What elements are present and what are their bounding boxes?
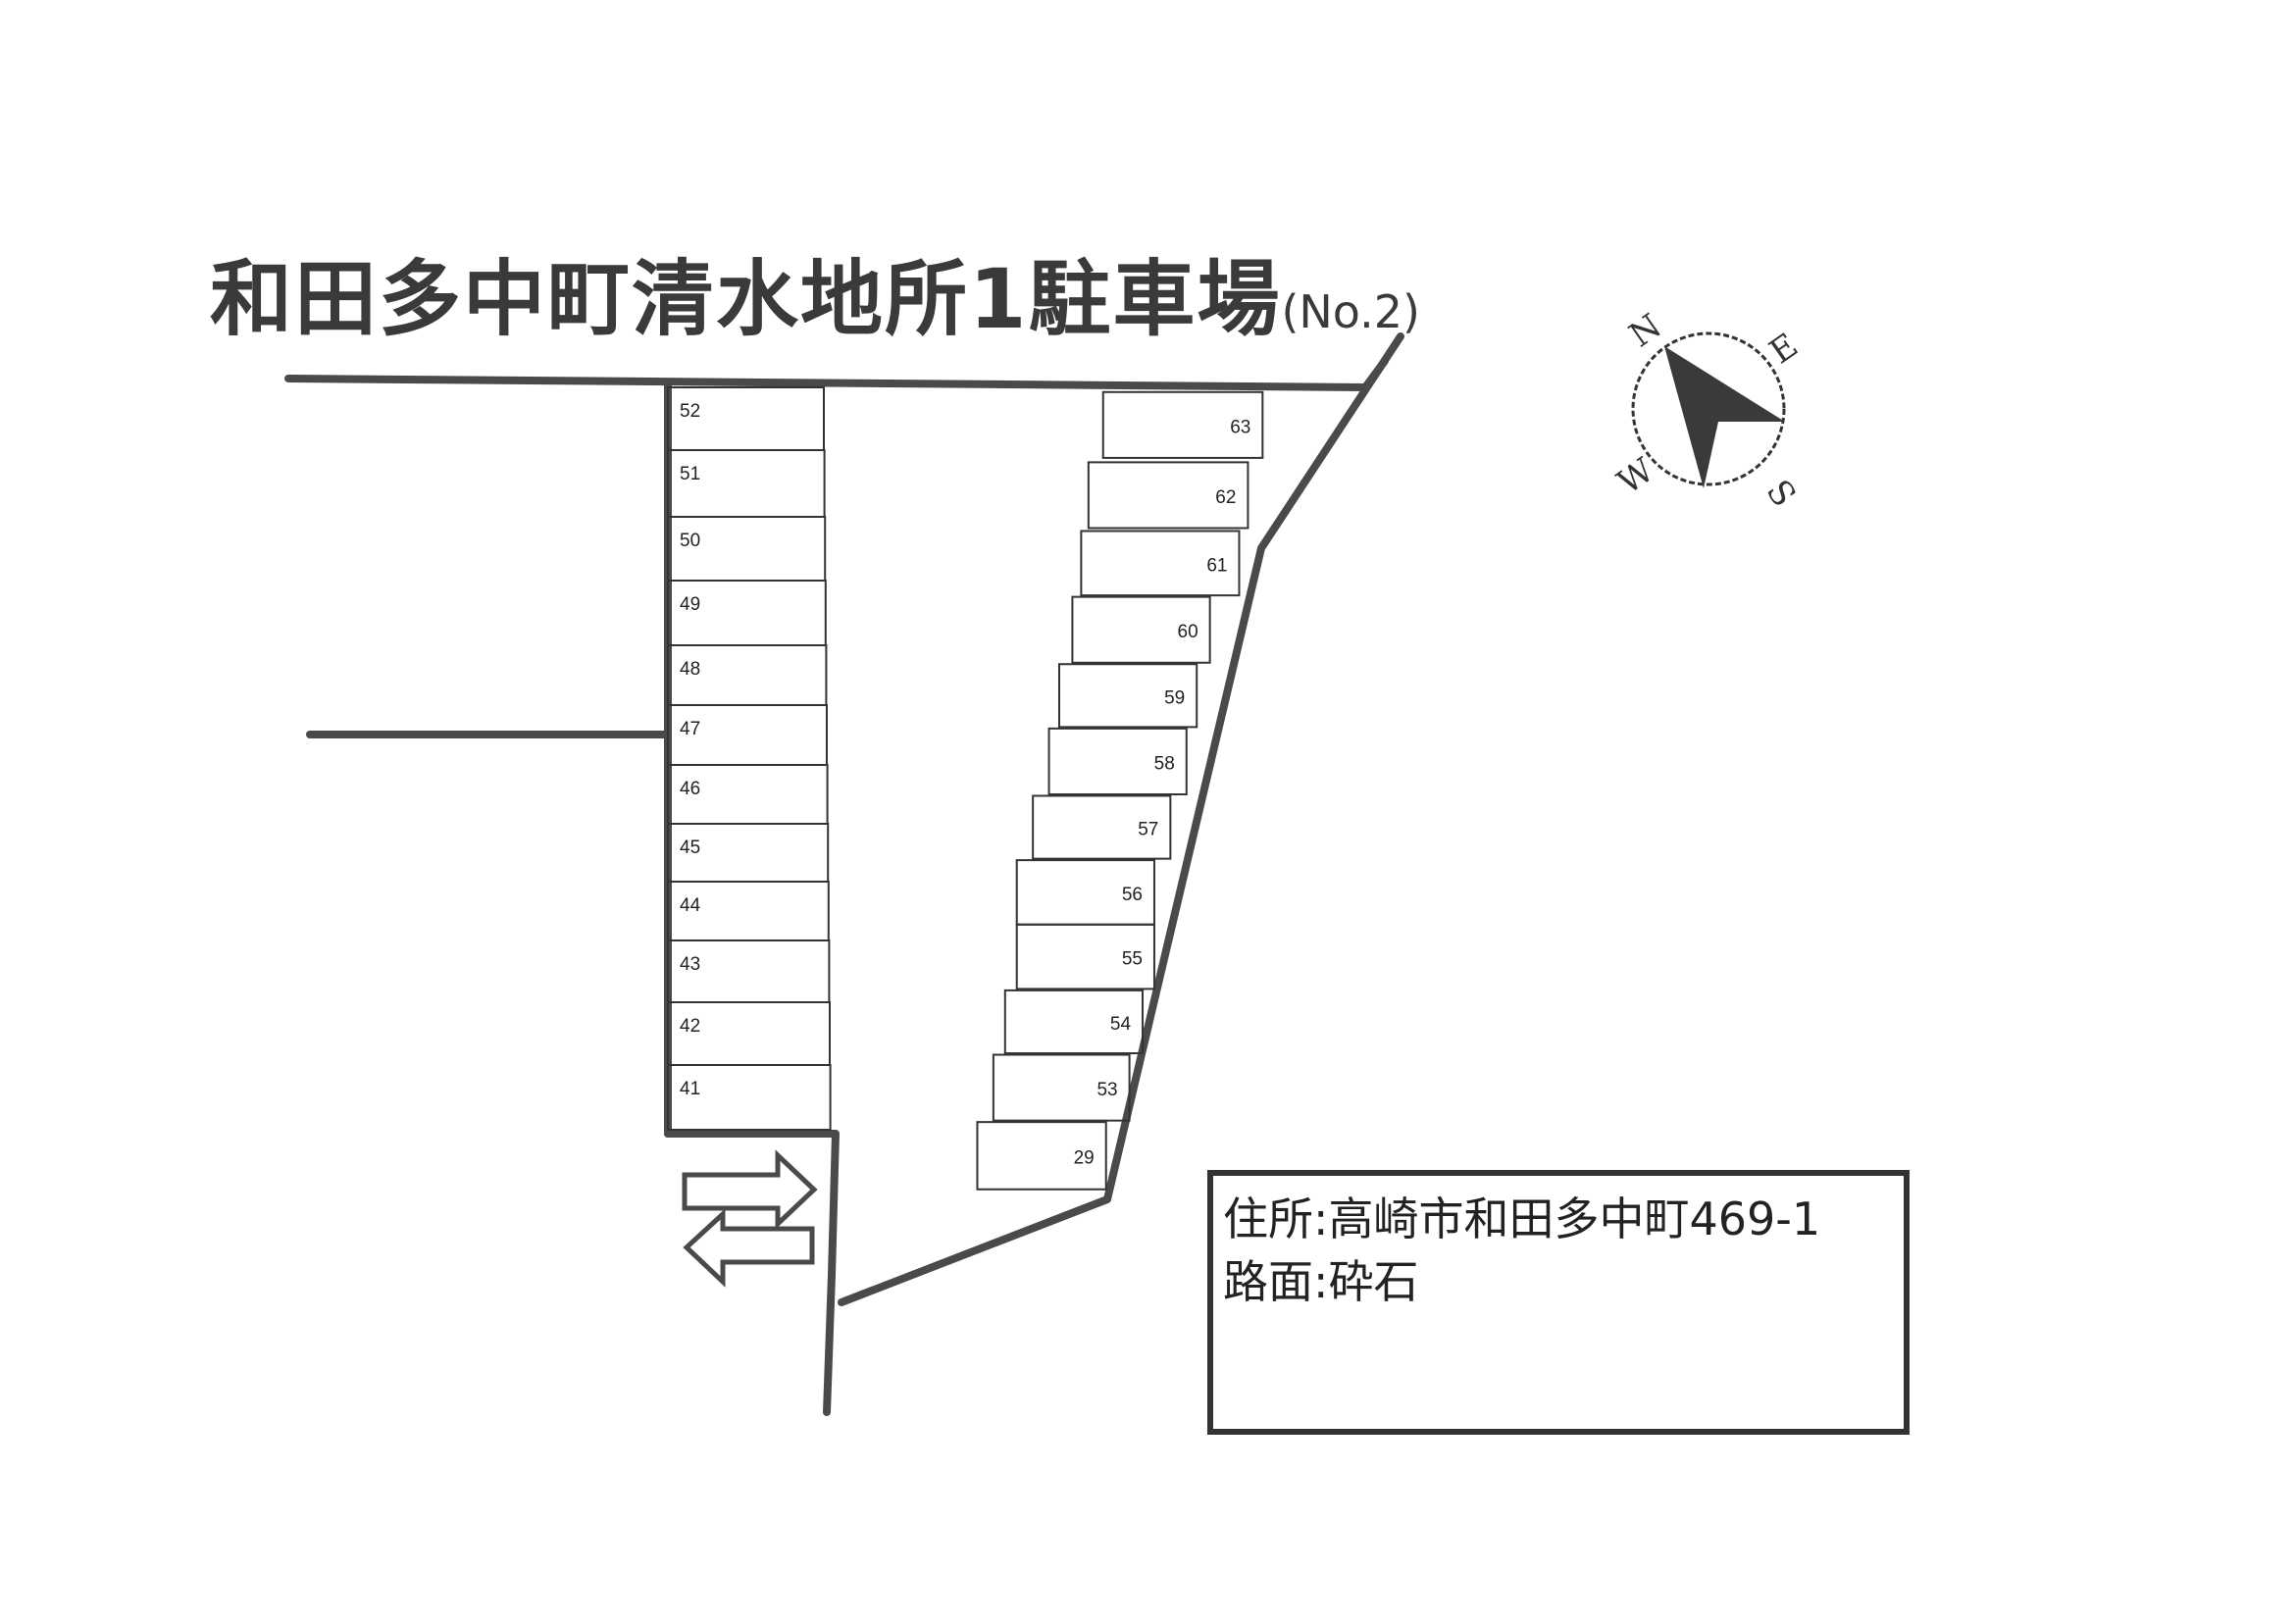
stall-number: 42: [680, 1016, 700, 1037]
title-suffix: (No.2): [1281, 285, 1420, 338]
stall-number: 47: [680, 719, 700, 739]
parking-stall: [1047, 727, 1188, 795]
north-arrow-icon: [1664, 346, 1785, 488]
right-boundary-line: [838, 332, 1404, 1306]
stall-number: 54: [1110, 1014, 1132, 1035]
stall-number: 58: [1154, 753, 1175, 774]
parking-stall: [1101, 390, 1264, 459]
stall-number: 50: [680, 531, 700, 551]
junction-line: [1361, 357, 1389, 391]
stall-number: 60: [1178, 622, 1198, 642]
parking-stall: [1087, 461, 1249, 530]
parking-stall: [1032, 794, 1172, 860]
stall-number: 48: [680, 659, 700, 680]
stall-number: 29: [1074, 1147, 1095, 1168]
stall-number: 55: [1122, 949, 1143, 970]
stall-number: 56: [1122, 885, 1143, 905]
stall-number: 57: [1138, 820, 1158, 840]
address-text: 住所:高崎市和田多中町469-1: [1223, 1193, 1821, 1245]
stall-number: 46: [680, 779, 700, 799]
entry-arrow-icon: [682, 1149, 818, 1230]
stall-number: 63: [1230, 417, 1250, 437]
parking-stall: [1080, 530, 1241, 597]
parking-stall: [992, 1053, 1131, 1122]
exit-arrow-icon: [683, 1208, 815, 1288]
stall-number: 52: [680, 401, 700, 422]
title-text: 和田多中町清水地所1駐車場: [210, 251, 1282, 347]
stall-number: 59: [1164, 687, 1185, 708]
compass-s: S: [1759, 473, 1804, 514]
entrance-line: [664, 1130, 840, 1416]
stall-number: 62: [1215, 487, 1236, 508]
parking-stalls: 52 51 50 49 48 47 46 45 44 43 42 41 63 62 61 60 59 58 57 56…: [667, 386, 1264, 1191]
parking-stall: [1057, 663, 1198, 729]
page-title: 和田多中町清水地所1駐車場(No.2): [210, 233, 1420, 352]
compass-w: W: [1610, 451, 1661, 503]
stall-number: 61: [1206, 555, 1227, 576]
stall-number: 44: [680, 895, 701, 916]
stall-number: 49: [680, 594, 700, 615]
stall-number: 53: [1096, 1080, 1117, 1100]
parking-stall: [1015, 923, 1155, 990]
info-box: 住所:高崎市和田多中町469-1 路面:砕石: [1207, 1170, 1910, 1435]
parking-stall: [1003, 989, 1145, 1055]
compass: N E S W: [1610, 307, 1805, 515]
stall-number: 43: [680, 954, 700, 975]
parking-stall: [667, 1064, 832, 1131]
parking-stall: [1071, 595, 1211, 664]
stall-number: 41: [680, 1079, 700, 1099]
stall-number: 45: [680, 837, 700, 858]
stall-number: 51: [680, 464, 700, 484]
parking-stall: [976, 1121, 1107, 1191]
surface-text: 路面:砕石: [1223, 1255, 1419, 1308]
top-road-line: [284, 375, 1369, 391]
compass-circle: [1631, 331, 1786, 486]
